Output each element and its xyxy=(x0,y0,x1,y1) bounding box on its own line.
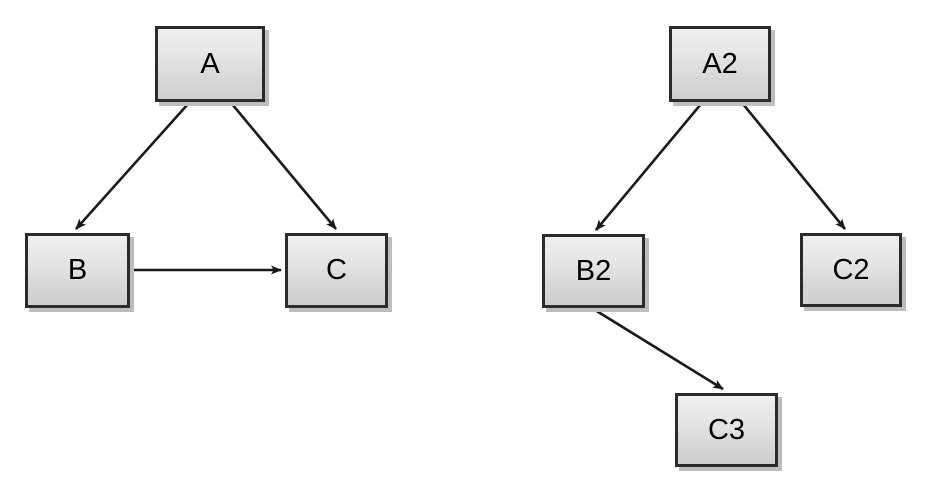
node-label-c3: C3 xyxy=(707,413,746,446)
edge-a2-c2 xyxy=(741,103,847,230)
node-label-c: C xyxy=(326,254,347,286)
edge-a2-b2 xyxy=(595,103,702,231)
node-c3[interactable]: C3 xyxy=(675,393,778,467)
node-a[interactable]: A xyxy=(155,26,265,102)
node-b2[interactable]: B2 xyxy=(542,234,645,308)
node-c2[interactable]: C2 xyxy=(800,233,902,307)
edge-b2-c3 xyxy=(594,308,724,391)
edge-a-b xyxy=(75,103,189,230)
edge-a-c xyxy=(231,103,337,230)
node-label-a: A xyxy=(200,47,220,80)
node-label-b2: B2 xyxy=(575,254,612,287)
edges-group xyxy=(75,103,847,391)
node-label-c2: C2 xyxy=(832,253,870,286)
node-b[interactable]: B xyxy=(25,233,130,308)
node-label-a2: A2 xyxy=(702,47,738,80)
node-label-b: B xyxy=(67,254,88,286)
node-a2[interactable]: A2 xyxy=(669,26,771,102)
node-c[interactable]: C xyxy=(285,233,388,308)
